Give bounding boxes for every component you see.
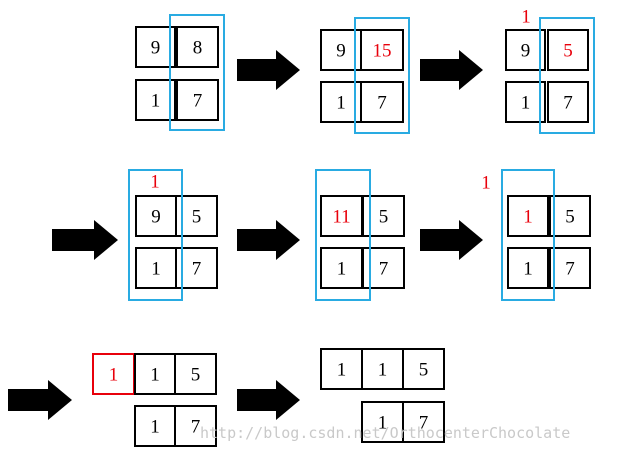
watermark-text: http://blog.csdn.net/OrthocenterChocolat… [200, 424, 570, 442]
digit-box [174, 405, 217, 447]
top-digit: 5 [563, 41, 573, 62]
right-arrow-icon [237, 380, 300, 420]
carry-digit: 1 [150, 172, 160, 193]
top-digit: 5 [565, 207, 575, 228]
step-panel: 9 15 1 7 [320, 17, 410, 134]
top-digit: 1 [337, 360, 347, 381]
digit-box [505, 29, 546, 71]
right-arrow-icon [237, 220, 300, 260]
bottom-digit: 7 [191, 417, 201, 438]
top-digit: 1 [378, 360, 388, 381]
bottom-digit: 1 [521, 93, 531, 114]
column-highlight [501, 169, 555, 301]
step-panel: 9 8 1 7 [135, 14, 225, 131]
digit-box [549, 195, 591, 237]
column-highlight [315, 169, 371, 301]
digit-box [174, 353, 217, 395]
digit-box [547, 81, 589, 123]
bottom-digit: 7 [377, 93, 387, 114]
digit-box [507, 247, 549, 289]
top-digit: 8 [193, 38, 203, 59]
digit-box [362, 195, 405, 237]
step-panel: 1 1 5 1 7 [92, 353, 217, 447]
step-panel: 11 5 1 7 [315, 169, 405, 301]
digit-box [402, 348, 445, 390]
digit-box [549, 247, 591, 289]
top-digit: 1 [109, 365, 119, 386]
bottom-digit: 7 [192, 259, 202, 280]
right-arrow-icon [8, 380, 72, 420]
right-arrow-icon [237, 50, 300, 90]
step-panel: 1 5 1 7 1 [481, 169, 591, 301]
top-digit: 5 [192, 207, 202, 228]
digit-box [175, 247, 218, 289]
top-digit: 5 [379, 207, 389, 228]
digit-box [402, 401, 445, 443]
column-highlight [354, 17, 410, 134]
column-highlight [128, 169, 183, 301]
bottom-digit: 7 [563, 93, 573, 114]
bottom-digit: 1 [151, 91, 161, 112]
digit-box [547, 29, 589, 71]
top-digit: 9 [521, 41, 531, 62]
bottom-digit: 1 [336, 93, 346, 114]
top-digit: 9 [151, 207, 161, 228]
digit-box [135, 26, 176, 68]
bottom-digit: 1 [337, 259, 347, 280]
bottom-digit: 1 [150, 417, 160, 438]
right-arrow-icon [420, 50, 483, 90]
digit-box [507, 195, 549, 237]
top-digit: 15 [373, 41, 392, 62]
top-digit: 11 [332, 207, 350, 228]
step-panel: 1 1 5 1 7 [320, 348, 445, 443]
step-panel: 9 5 1 7 1 [505, 7, 595, 134]
bottom-digit: 1 [151, 259, 161, 280]
digit-box [362, 247, 405, 289]
digit-box [360, 29, 404, 71]
column-highlight [169, 14, 225, 131]
top-digit: 1 [150, 365, 160, 386]
top-digit: 1 [523, 207, 533, 228]
bottom-digit: 7 [565, 259, 575, 280]
right-arrow-icon [52, 220, 118, 260]
carry-digit: 1 [521, 7, 531, 28]
digit-box [135, 79, 176, 121]
top-digit: 9 [151, 38, 161, 59]
digit-box [176, 26, 219, 68]
bottom-digit: 7 [193, 91, 203, 112]
bottom-digit: 1 [378, 413, 388, 434]
digit-box [360, 81, 404, 123]
top-digit: 9 [336, 41, 346, 62]
bottom-digit: 7 [419, 413, 429, 434]
step-panel: 9 5 1 7 1 [128, 169, 218, 301]
bottom-digit: 1 [523, 259, 533, 280]
digit-box [176, 79, 219, 121]
top-digit: 5 [419, 360, 429, 381]
digit-box [505, 81, 546, 123]
digit-box [175, 195, 218, 237]
top-digit: 5 [191, 365, 201, 386]
carry-digit: 1 [481, 173, 491, 194]
bottom-digit: 7 [379, 259, 389, 280]
right-arrow-icon [420, 220, 483, 260]
column-highlight [539, 17, 595, 134]
